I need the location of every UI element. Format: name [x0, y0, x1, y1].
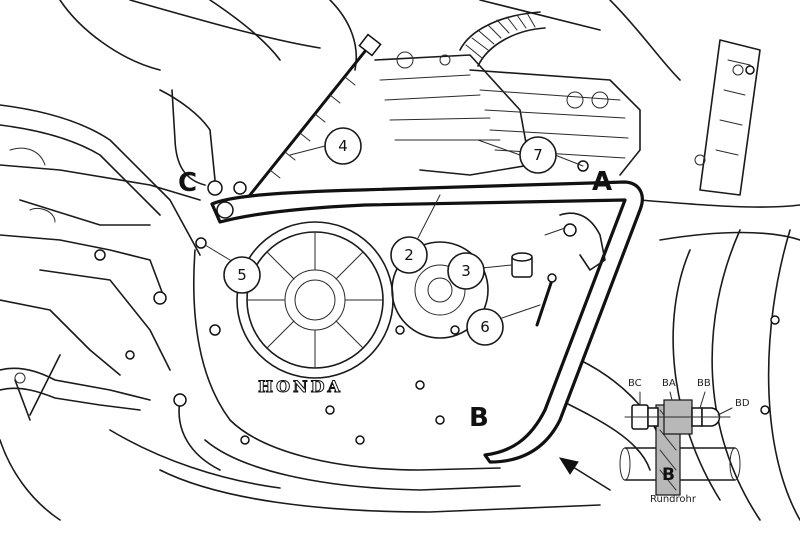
- spacer-3: [511, 252, 533, 278]
- inset-caption: Rundrohr: [650, 494, 697, 505]
- callout-5: 5: [204, 244, 261, 294]
- callout-5-number: 5: [237, 266, 247, 284]
- bolt-4: [248, 33, 382, 197]
- point-a-label: A: [592, 167, 612, 197]
- upper-mount-bracket: [544, 160, 606, 271]
- motorcycle-outline: [0, 0, 800, 521]
- bolt-6: [535, 273, 557, 327]
- point-c-label: C: [178, 168, 197, 198]
- inset-label-bc: BC: [628, 378, 642, 389]
- inset-label-ba: BA: [662, 378, 676, 389]
- engine-brand-logo: HONDA: [258, 377, 343, 396]
- callout-6: 6: [466, 304, 541, 346]
- inset-detail-b: BC BA BB BD B Rundrohr: [619, 378, 750, 505]
- callout-3-number: 3: [461, 262, 471, 280]
- callout-6-number: 6: [480, 318, 490, 336]
- crash-bar: [210, 180, 644, 464]
- callout-4-number: 4: [338, 137, 348, 155]
- callout-7-number: 7: [533, 146, 543, 164]
- inset-label-bd: BD: [735, 398, 750, 409]
- callout-2-number: 2: [404, 246, 414, 264]
- point-b-label: B: [469, 403, 489, 433]
- arrow-to-b: [558, 457, 611, 491]
- inset-label-b: B: [662, 465, 675, 485]
- inset-label-bb: BB: [697, 378, 711, 389]
- callout-3: 3: [447, 252, 513, 290]
- callout-4: 4: [289, 127, 362, 165]
- callout-7: 7: [477, 136, 584, 174]
- callout-2: 2: [390, 194, 441, 274]
- bolts-c: [195, 180, 247, 249]
